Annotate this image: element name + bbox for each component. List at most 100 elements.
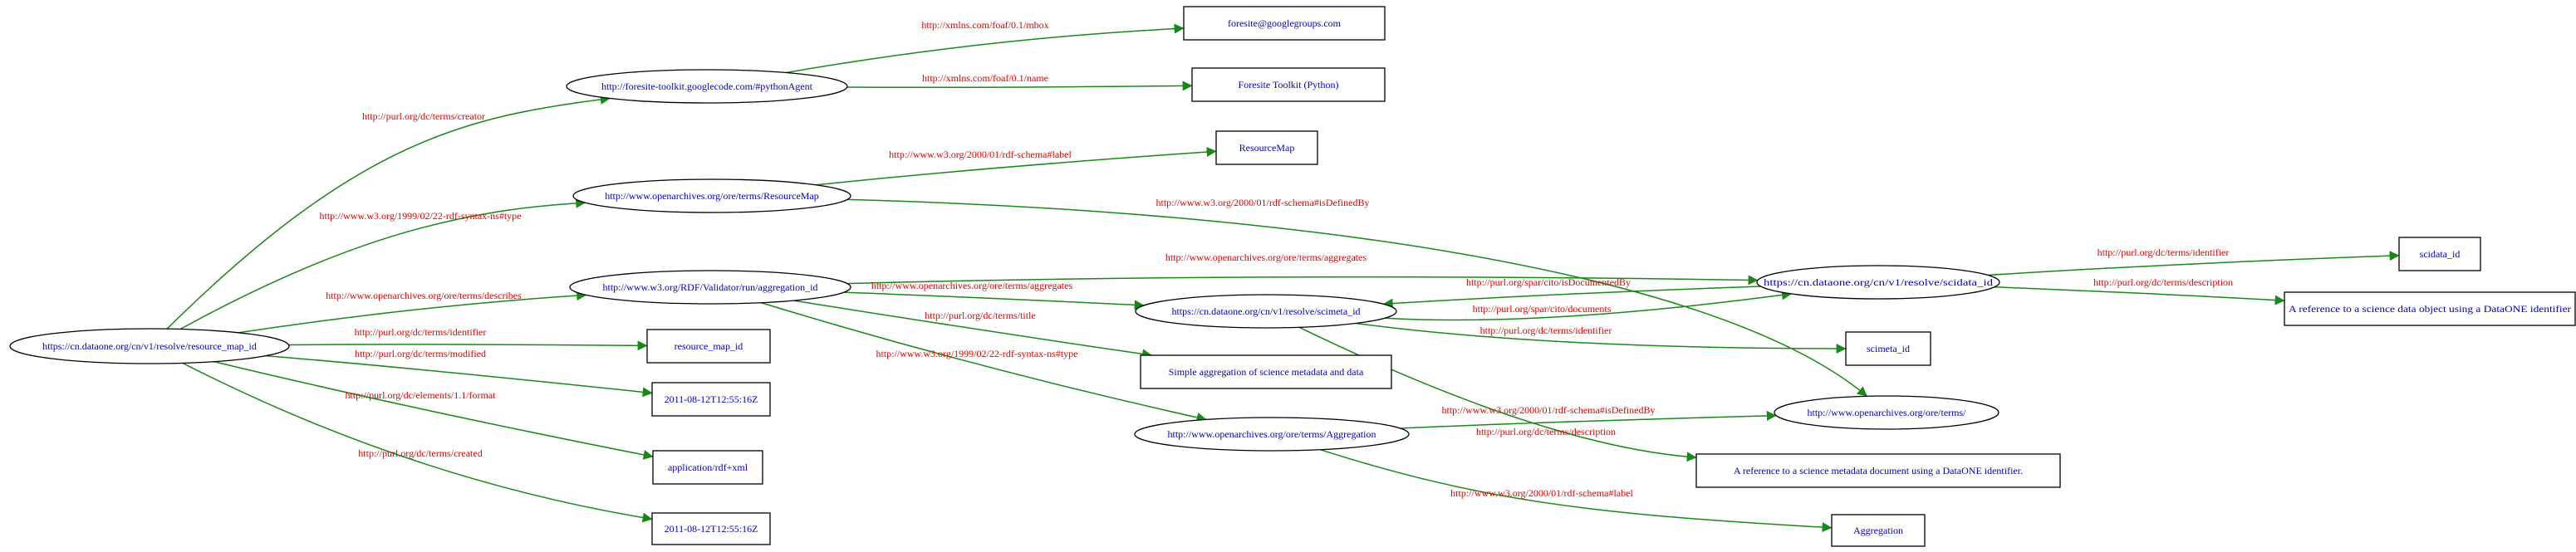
graph-edge-label: http://xmlns.com/foaf/0.1/mbox [921, 19, 1048, 31]
graph-edges: http://purl.org/dc/terms/creator http://w… [166, 19, 2400, 533]
graph-node-lit_format: application/rdf+xml [652, 450, 763, 485]
graph-node-lit_rm_label: ResourceMap [1215, 130, 1318, 165]
graph-node-label: 2011-08-12T12:55:16Z [665, 393, 758, 405]
graph-edge-label: http://www.w3.org/2000/01/rdf-schema#lab… [889, 149, 1072, 160]
graph-node-lit_scidata_id: scidata_id [2398, 237, 2481, 271]
graph-node-label: http://www.openarchives.org/ore/terms/ [1808, 407, 1967, 418]
graph-edge [846, 275, 1759, 286]
graph-node-lit_name: Foresite Toolkit (Python) [1191, 67, 1386, 102]
graph-node-label: resource_map_id [675, 340, 743, 352]
graph-edge [816, 147, 1217, 186]
graph-node-label: scidata_id [2420, 248, 2461, 260]
graph-edge [760, 301, 1207, 423]
graph-edge [846, 198, 1867, 397]
graph-node-label: https://cn.dataone.org/cn/v1/resolve/sci… [1764, 276, 1993, 288]
graph-node-label: http://foresite-toolkit.googlecode.com/#… [601, 81, 813, 92]
literal-node-shape [1831, 514, 1926, 547]
graph-edge [182, 362, 653, 523]
uri-node-shape [1756, 265, 2000, 300]
graph-node-label: A reference to a science data object usi… [2289, 303, 2571, 315]
graph-node-lit_agg_label: Aggregation [1831, 514, 1926, 547]
literal-node-shape [2284, 291, 2576, 326]
graph-edge [843, 291, 1145, 310]
graph-node-lit_scimeta_id: scimeta_id [1845, 331, 1931, 366]
graph-node-label: https://cn.dataone.org/cn/v1/resolve/res… [42, 340, 257, 352]
graph-edge [1988, 251, 2400, 276]
graph-node-scimeta: https://cn.dataone.org/cn/v1/resolve/sci… [1135, 294, 1397, 329]
graph-node-lit_created: 2011-08-12T12:55:16Z [651, 512, 771, 545]
graph-edge-label: http://purl.org/dc/terms/creator [362, 110, 485, 122]
graph-edge-label: http://www.w3.org/2000/01/rdf-schema#isD… [1156, 197, 1370, 208]
graph-node-label: A reference to a science metadata docume… [1734, 465, 2023, 476]
graph-edge [166, 94, 611, 330]
uri-node-shape [1774, 395, 1999, 430]
graph-node-label: ResourceMap [1239, 142, 1295, 154]
uri-node-shape [9, 328, 290, 364]
graph-edge-label: http://purl.org/dc/terms/identifier [2098, 247, 2230, 258]
graph-node-lit_agg_title: Simple aggregation of science metadata a… [1140, 354, 1392, 389]
graph-edge-label: http://purl.org/dc/terms/created [358, 447, 482, 459]
graph-node-lit_rm_id: resource_map_id [646, 329, 771, 364]
literal-node-shape [1191, 67, 1386, 102]
graph-edge-label: http://purl.org/dc/terms/identifier [1480, 325, 1612, 336]
graph-node-label: 2011-08-12T12:55:16Z [665, 523, 758, 535]
graph-edge [1320, 448, 1833, 533]
graph-edge-label: http://www.openarchives.org/ore/terms/de… [326, 290, 522, 301]
graph-node-label: Simple aggregation of science metadata a… [1169, 366, 1364, 378]
literal-node-shape [652, 450, 763, 485]
graph-node-ore_terms_ns: http://www.openarchives.org/ore/terms/ [1774, 395, 1999, 430]
graph-edge [213, 360, 654, 460]
graph-node-label: http://www.w3.org/RDF/Validator/run/aggr… [603, 281, 818, 293]
graph-node-lit_scidata_desc: A reference to a science data object usi… [2284, 291, 2576, 326]
graph-edge-label: http://purl.org/dc/terms/modified [355, 348, 486, 359]
literal-node-shape [1695, 453, 2061, 488]
uri-node-shape [569, 270, 851, 305]
graph-edge-label: http://purl.org/dc/terms/description [2093, 276, 2233, 288]
graph-edge [786, 23, 1185, 74]
graph-node-aggregation: http://www.w3.org/RDF/Validator/run/aggr… [569, 270, 851, 305]
graph-edge-label: http://www.w3.org/1999/02/22-rdf-syntax-… [876, 348, 1078, 359]
graph-edge-label: http://www.openarchives.org/ore/terms/ag… [1165, 252, 1367, 263]
graph-edge [1400, 410, 1777, 429]
graph-edge-label: http://purl.org/spar/cito/documents [1473, 303, 1612, 315]
graph-node-ore_aggregation_class: http://www.openarchives.org/ore/terms/Ag… [1134, 417, 1410, 452]
graph-edge [1382, 286, 1761, 309]
uri-node-shape [1135, 294, 1397, 329]
graph-edge [1356, 322, 1847, 354]
literal-node-shape [2398, 237, 2481, 271]
graph-edge [1385, 290, 1792, 321]
graph-edge [1994, 286, 2285, 305]
graph-edge [793, 300, 1152, 359]
graph-edge [846, 81, 1193, 91]
graph-edge [179, 198, 586, 330]
graph-node-label: http://www.openarchives.org/ore/terms/Ag… [1168, 428, 1376, 440]
uri-node-shape [566, 69, 848, 104]
graph-node-label: https://cn.dataone.org/cn/v1/resolve/sci… [1171, 305, 1360, 317]
graph-node-label: scimeta_id [1867, 343, 1910, 354]
graph-edge-label: http://xmlns.com/foaf/0.1/name [922, 72, 1048, 84]
graph-node-label: application/rdf+xml [668, 462, 748, 473]
graph-node-label: Aggregation [1853, 525, 1903, 536]
graph-nodes: https://cn.dataone.org/cn/v1/resolve/res… [9, 6, 2576, 547]
graph-node-lit_modified: 2011-08-12T12:55:16Z [651, 382, 771, 417]
graph-edge-label: http://purl.org/dc/elements/1.1/format [345, 389, 496, 401]
graph-node-lit_scimeta_desc: A reference to a science metadata docume… [1695, 453, 2061, 488]
graph-edge [288, 340, 648, 351]
literal-node-shape [1140, 354, 1392, 389]
graph-node-ore_resourcemap_class: http://www.openarchives.org/ore/terms/Re… [572, 178, 851, 213]
graph-node-resource_map: https://cn.dataone.org/cn/v1/resolve/res… [9, 328, 290, 364]
graph-edge-label: http://purl.org/dc/terms/identifier [355, 326, 487, 338]
uri-node-shape [572, 178, 851, 213]
graph-edge-label: http://purl.org/dc/terms/description [1476, 426, 1616, 437]
uri-node-shape [1134, 417, 1410, 452]
literal-node-shape [1183, 6, 1386, 41]
literal-node-shape [646, 329, 771, 364]
graph-node-python_agent: http://foresite-toolkit.googlecode.com/#… [566, 69, 848, 104]
graph-node-label: http://www.openarchives.org/ore/terms/Re… [605, 190, 819, 202]
graph-edge-label: http://www.w3.org/2000/01/rdf-schema#isD… [1442, 404, 1656, 416]
graph-edge [265, 354, 653, 398]
graph-node-scidata: https://cn.dataone.org/cn/v1/resolve/sci… [1756, 265, 2000, 300]
graph-edge-label: http://www.w3.org/2000/01/rdf-schema#lab… [1450, 487, 1633, 499]
